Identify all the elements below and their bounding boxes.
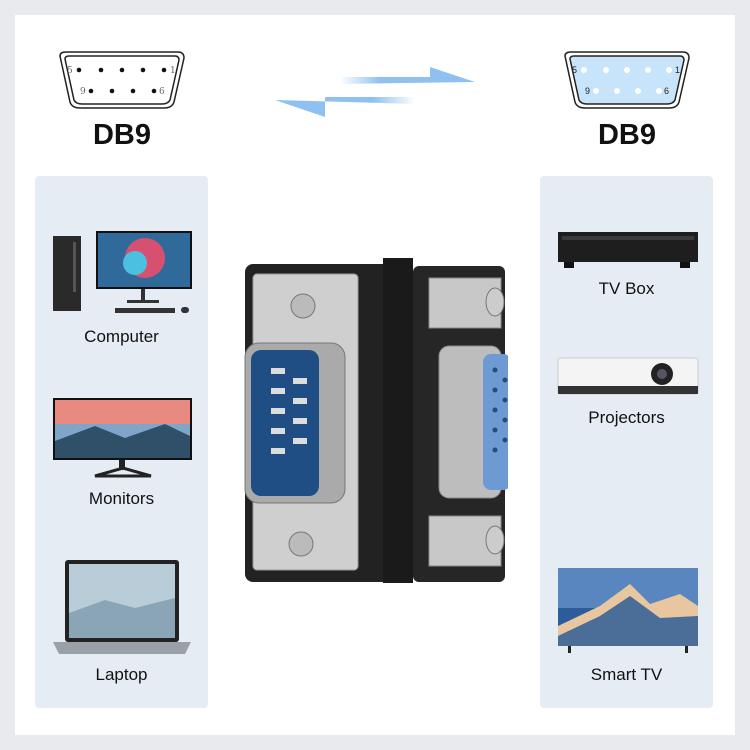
pin-label: 1 <box>170 66 176 76</box>
pin-label: 9 <box>80 87 86 97</box>
left-connector-label: DB9 <box>92 119 151 151</box>
projector-image <box>540 356 713 401</box>
device-label: Projectors <box>588 408 665 427</box>
pin-label: 1 <box>675 65 680 75</box>
pin-label: 5 <box>67 66 73 76</box>
bidirectional-arrows-icon <box>275 67 475 117</box>
right-connector-label: DB9 <box>597 119 656 151</box>
source-devices-panel: Computer Monitors Laptop <box>35 176 208 708</box>
smart-tv-image <box>540 566 713 656</box>
computer-image <box>35 228 208 318</box>
db9-right-angle-adapter-image <box>243 258 511 583</box>
device-label: TV Box <box>598 279 655 298</box>
db9-male-pinout-diagram: 5 1 9 6 <box>56 50 188 110</box>
pin-label: 5 <box>572 65 577 75</box>
device-label: Monitors <box>88 489 155 508</box>
db9-female-pinout-diagram: 5 1 9 6 <box>561 50 693 110</box>
tv-box-image <box>540 228 713 273</box>
device-label: Computer <box>84 327 159 346</box>
device-label: Laptop <box>95 665 148 684</box>
laptop-image <box>35 558 208 658</box>
pin-label: 9 <box>585 86 590 96</box>
pin-label: 6 <box>159 87 165 97</box>
monitor-image <box>35 396 208 481</box>
device-label: Smart TV <box>590 665 663 684</box>
target-devices-panel: TV Box Projectors Smart TV <box>540 176 713 708</box>
pin-label: 6 <box>664 86 669 96</box>
